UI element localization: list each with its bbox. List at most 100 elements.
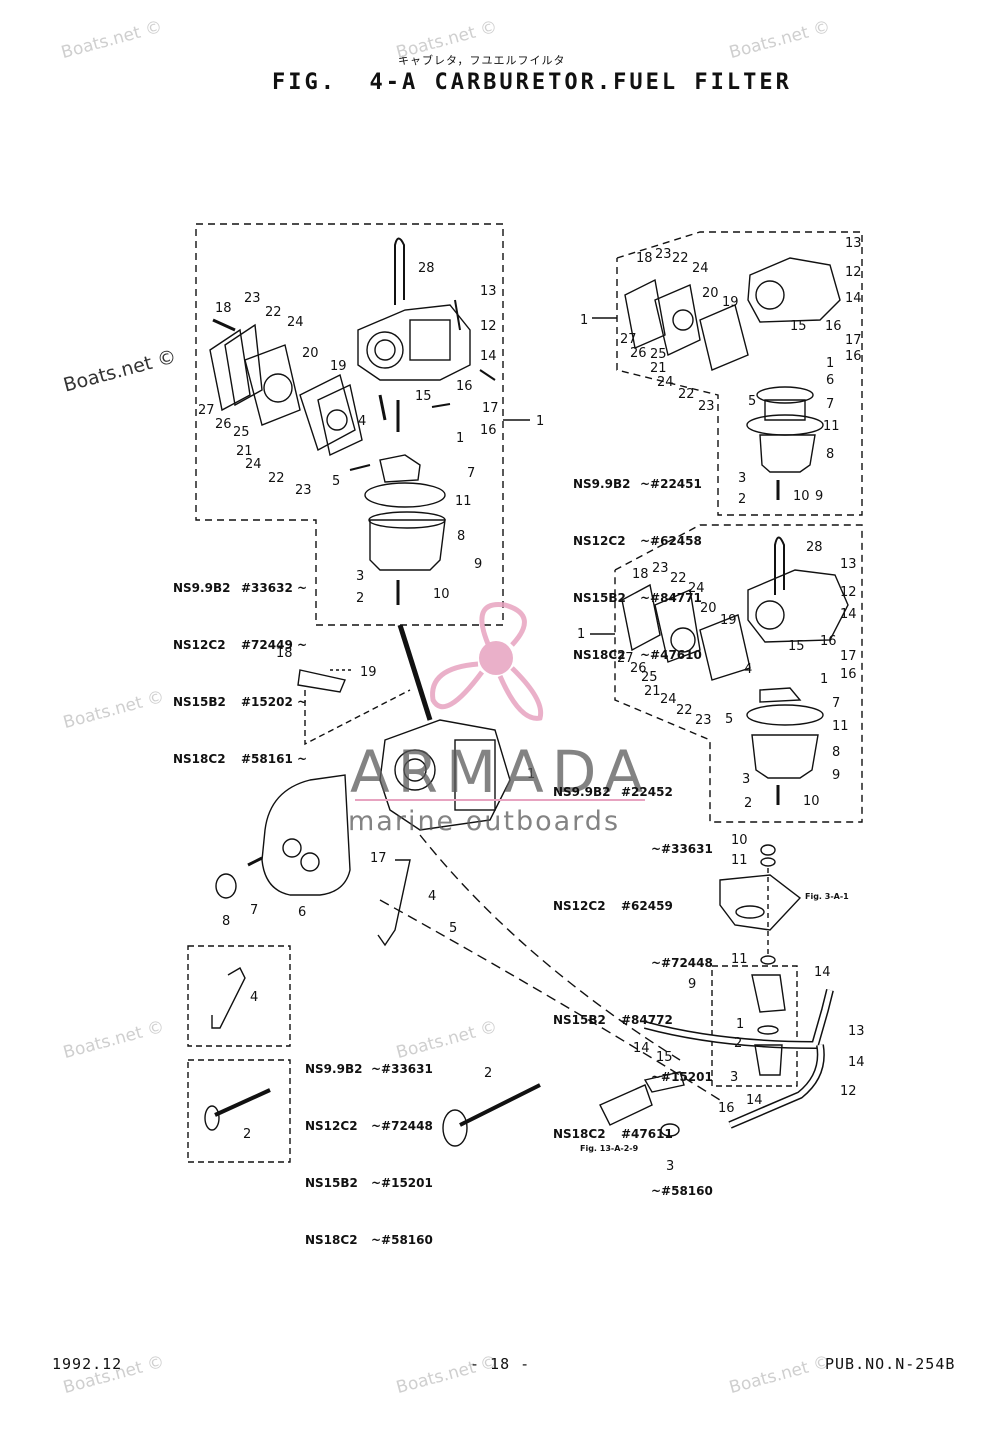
- reference-fig-3a1: Fig. 3-A-1: [805, 892, 849, 901]
- right-top-assembly-boundary: [616, 231, 863, 516]
- callout-21: 21: [236, 444, 253, 459]
- svg-text:18: 18: [636, 251, 653, 266]
- svg-text:23: 23: [698, 399, 715, 414]
- callout-11: 11: [455, 494, 472, 509]
- svg-text:3: 3: [742, 772, 750, 787]
- svg-text:13: 13: [845, 236, 862, 251]
- svg-text:14: 14: [814, 965, 831, 980]
- svg-text:11: 11: [731, 853, 748, 868]
- svg-text:3: 3: [666, 1159, 674, 1174]
- svg-text:20: 20: [700, 601, 717, 616]
- svg-text:24: 24: [660, 692, 677, 707]
- svg-text:21: 21: [644, 684, 661, 699]
- left-assembly-boundary: [195, 223, 504, 626]
- callout-16: 16: [456, 379, 473, 394]
- brand-tagline: marine outboards: [348, 806, 621, 837]
- svg-text:24: 24: [657, 375, 674, 390]
- callout-15: 15: [415, 389, 432, 404]
- callout-28: 28: [418, 261, 435, 276]
- svg-text:18: 18: [276, 646, 293, 661]
- svg-text:1: 1: [736, 1017, 744, 1032]
- callout-10: 10: [433, 587, 450, 602]
- svg-text:10: 10: [731, 833, 748, 848]
- callout-24: 24: [287, 315, 304, 330]
- serial-block-right-middle: NS9.9B2#22452 ~#33631 NS12C2#62459 ~#724…: [553, 785, 713, 1198]
- svg-text:11: 11: [832, 719, 849, 734]
- svg-text:10: 10: [793, 489, 810, 504]
- callout-9: 9: [474, 557, 482, 572]
- svg-text:9: 9: [815, 489, 823, 504]
- callout-26: 26: [215, 417, 232, 432]
- svg-text:14: 14: [746, 1093, 763, 1108]
- svg-text:1: 1: [577, 627, 585, 642]
- svg-text:22: 22: [676, 703, 693, 718]
- svg-text:1: 1: [826, 356, 834, 371]
- svg-text:7: 7: [826, 397, 834, 412]
- svg-text:28: 28: [806, 540, 823, 555]
- svg-text:22: 22: [672, 251, 689, 266]
- svg-text:22: 22: [670, 571, 687, 586]
- svg-text:6: 6: [298, 905, 306, 920]
- svg-text:18: 18: [632, 567, 649, 582]
- svg-text:21: 21: [650, 361, 667, 376]
- callout-4: 4: [358, 414, 366, 429]
- svg-text:16: 16: [718, 1101, 735, 1116]
- callout-25: 25: [233, 425, 250, 440]
- svg-text:14: 14: [840, 607, 857, 622]
- reference-fig-13a2: Fig. 13-A-2-9: [580, 1144, 639, 1153]
- svg-text:25: 25: [650, 347, 667, 362]
- detail-box-link: [187, 945, 291, 1047]
- svg-text:16: 16: [845, 349, 862, 364]
- callout-1a: 1: [456, 431, 464, 446]
- detail-box-choke-knob: [187, 1059, 291, 1163]
- svg-text:1: 1: [580, 313, 588, 328]
- svg-text:24: 24: [692, 261, 709, 276]
- svg-text:11: 11: [823, 419, 840, 434]
- callout-14: 14: [480, 349, 497, 364]
- callout-23: 23: [244, 291, 261, 306]
- callout-3: 3: [356, 569, 364, 584]
- svg-text:9: 9: [832, 768, 840, 783]
- svg-text:23: 23: [652, 561, 669, 576]
- svg-text:12: 12: [845, 265, 862, 280]
- svg-text:17: 17: [840, 649, 857, 664]
- svg-text:6: 6: [826, 373, 834, 388]
- callout-27: 27: [198, 403, 215, 418]
- callout-24b: 24: [245, 457, 262, 472]
- svg-text:8: 8: [222, 914, 230, 929]
- svg-text:16: 16: [825, 319, 842, 334]
- callout-19: 19: [330, 359, 347, 374]
- svg-text:2: 2: [243, 1127, 251, 1142]
- svg-text:15: 15: [788, 639, 805, 654]
- svg-text:26: 26: [630, 346, 647, 361]
- svg-text:3: 3: [738, 471, 746, 486]
- svg-text:15: 15: [790, 319, 807, 334]
- svg-text:22: 22: [678, 387, 695, 402]
- right-middle-assembly-boundary: [614, 524, 863, 823]
- svg-text:4: 4: [744, 662, 752, 677]
- svg-text:26: 26: [630, 661, 647, 676]
- svg-text:11: 11: [731, 952, 748, 967]
- svg-text:5: 5: [449, 921, 457, 936]
- callout-5: 5: [332, 474, 340, 489]
- svg-text:7: 7: [250, 903, 258, 918]
- svg-text:3: 3: [730, 1070, 738, 1085]
- callout-23b: 23: [295, 483, 312, 498]
- svg-text:8: 8: [826, 447, 834, 462]
- svg-text:2: 2: [484, 1066, 492, 1081]
- svg-text:8: 8: [832, 745, 840, 760]
- svg-text:23: 23: [695, 713, 712, 728]
- svg-text:1: 1: [820, 672, 828, 687]
- brand-name: ARMADA: [350, 738, 652, 806]
- svg-text:16: 16: [840, 667, 857, 682]
- svg-text:12: 12: [840, 585, 857, 600]
- callout-1: 1: [536, 414, 544, 429]
- fuel-filter-boundary: [711, 965, 798, 1087]
- svg-text:4: 4: [428, 889, 436, 904]
- svg-text:25: 25: [641, 670, 658, 685]
- callout-18: 18: [215, 301, 232, 316]
- svg-text:23: 23: [655, 247, 672, 262]
- svg-text:19: 19: [722, 295, 739, 310]
- callout-20: 20: [302, 346, 319, 361]
